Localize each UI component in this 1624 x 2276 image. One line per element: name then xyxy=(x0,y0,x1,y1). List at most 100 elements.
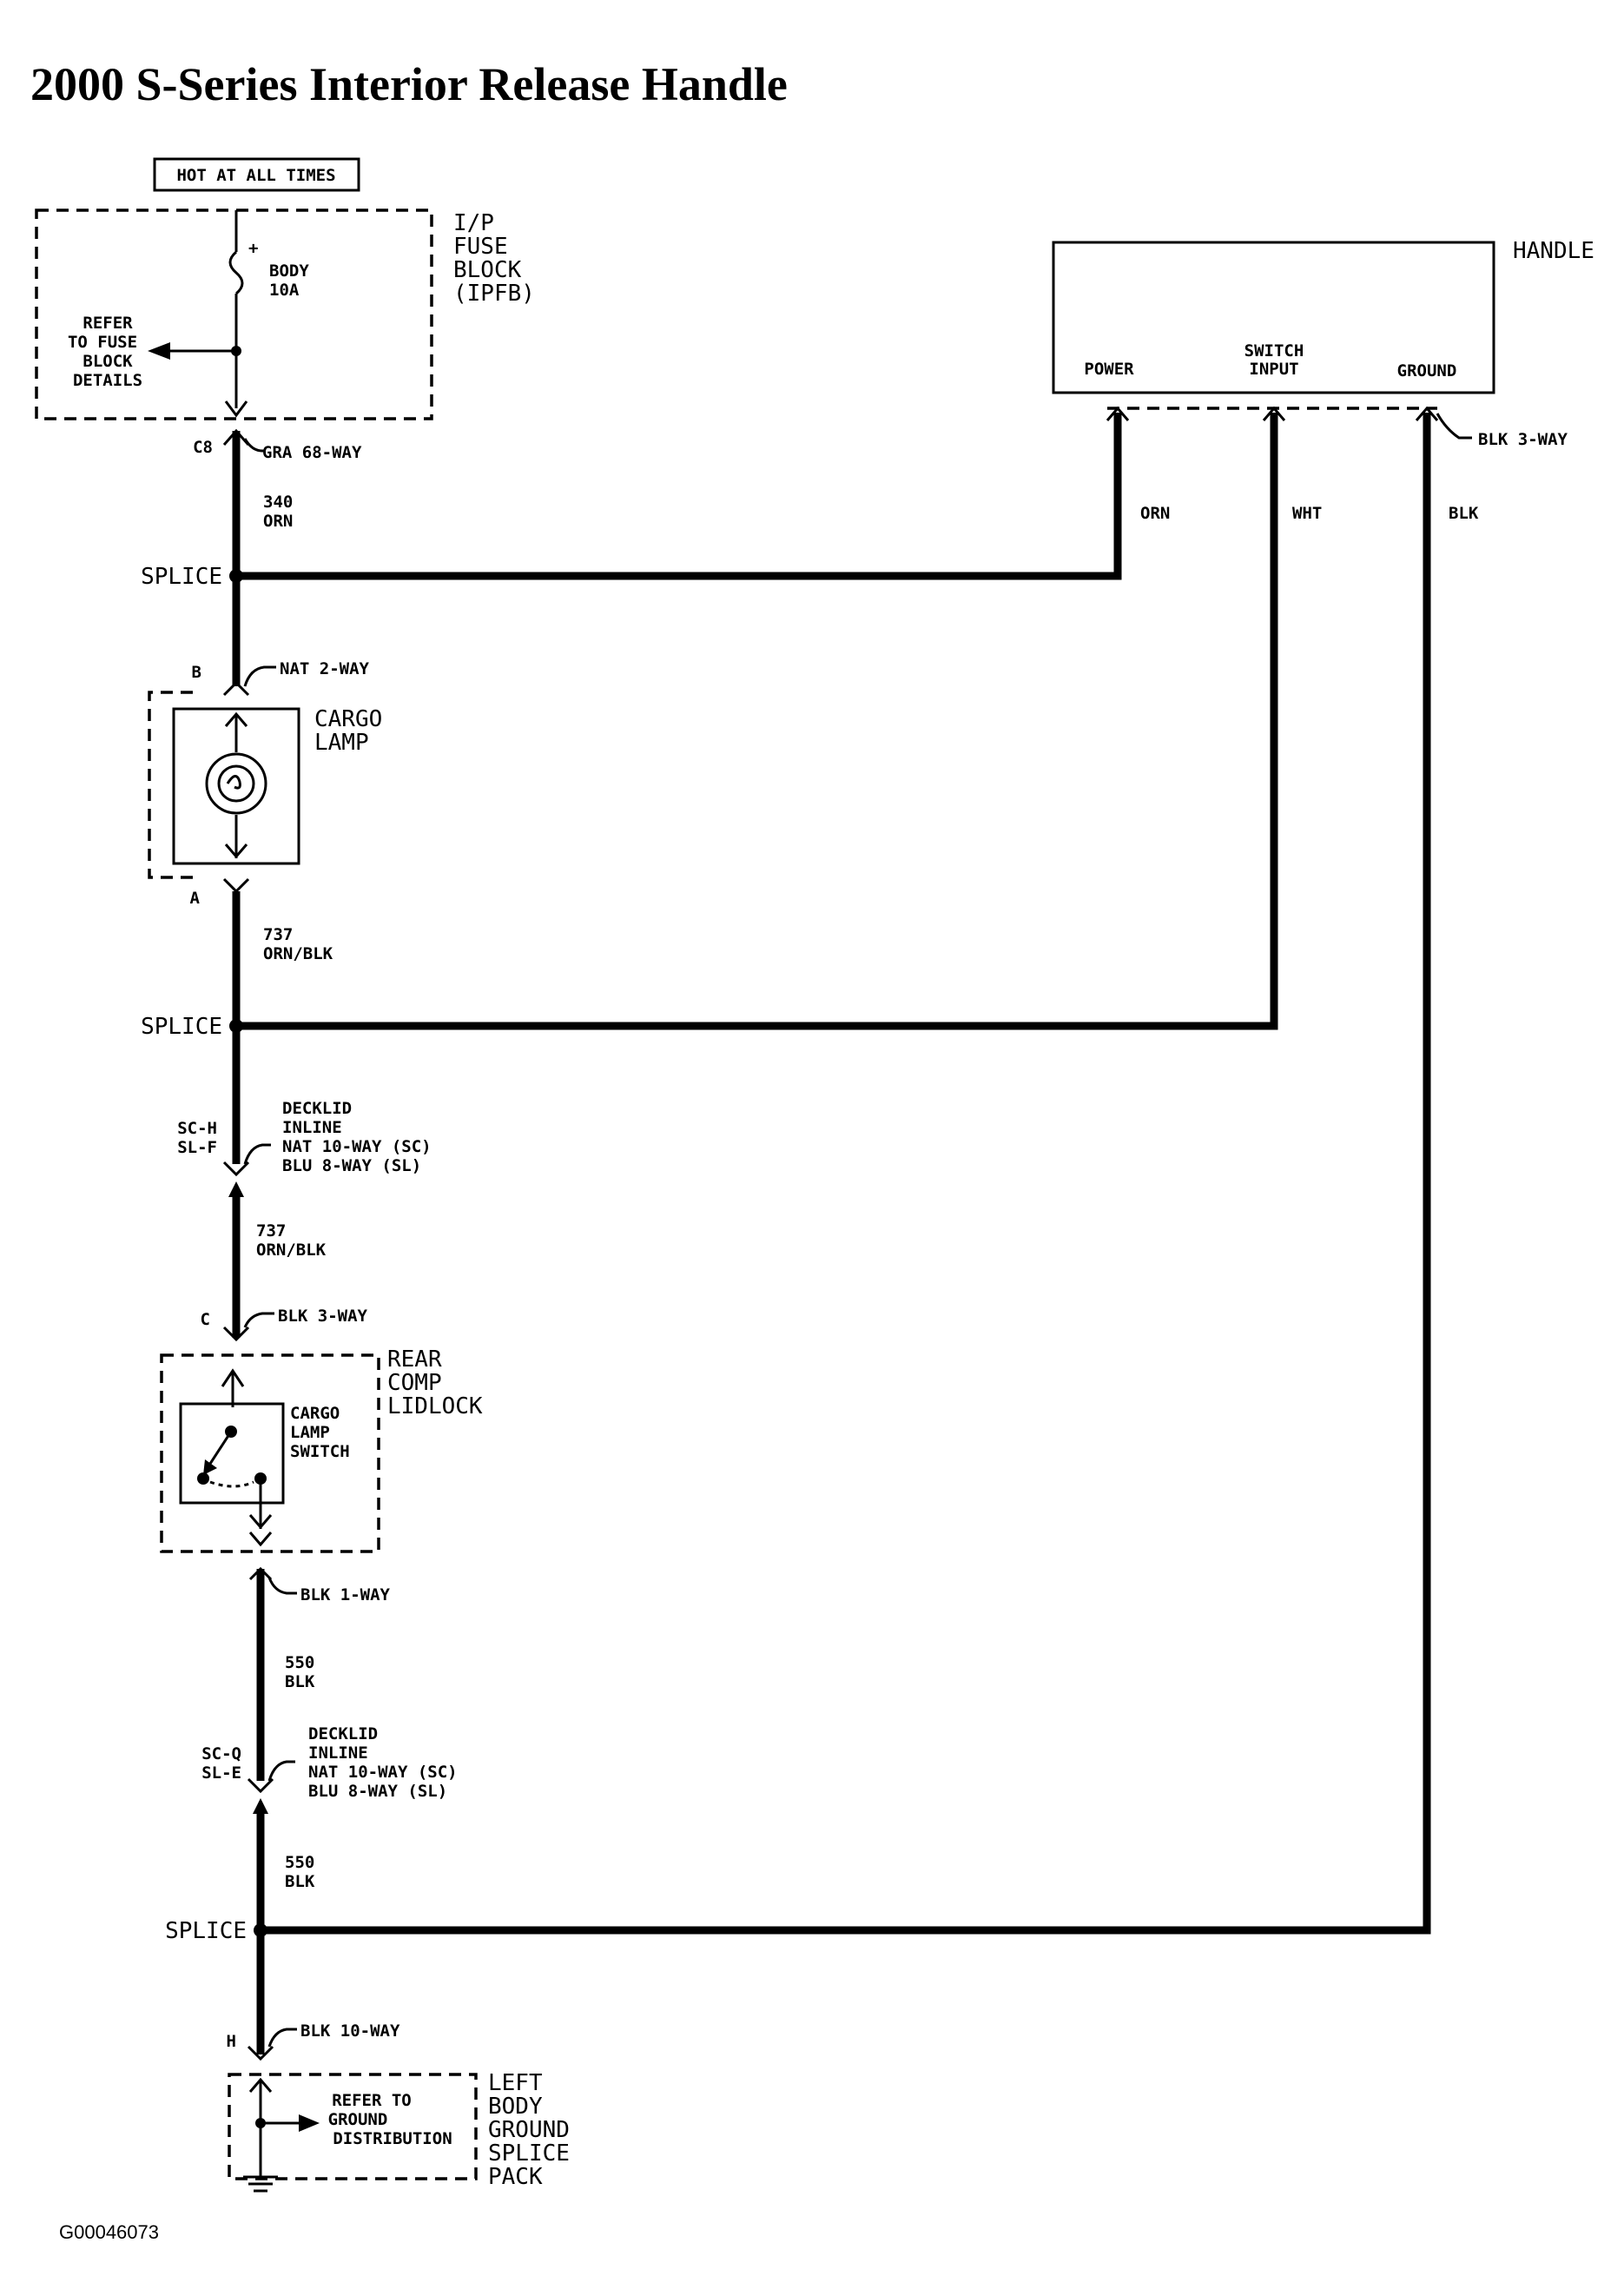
rear-comp-lidlock: C BLK 3-WAY CARGO LAMP SWITCH REAR COMP … xyxy=(160,1307,483,1553)
svg-text:INLINE: INLINE xyxy=(308,1743,368,1763)
ground-symbol xyxy=(243,2163,278,2193)
wire-550b-number: 550 xyxy=(285,1853,314,1872)
svg-text:BODY: BODY xyxy=(488,2094,543,2120)
fuse-block-outline xyxy=(35,208,433,420)
decklid-inline-1: SC-H SL-F DECKLID INLINE NAT 10-WAY (SC)… xyxy=(177,1099,432,1197)
svg-text:BLOCK: BLOCK xyxy=(83,352,133,371)
fuse-block: HOT AT ALL TIMES + BODY 10A REFER TO FUS… xyxy=(35,157,535,420)
cargo-lamp: B NAT 2-WAY CARGO LAMP A xyxy=(148,659,382,908)
hot-at-all-times-label: HOT AT ALL TIMES xyxy=(176,166,335,185)
figure-id: G00046073 xyxy=(59,2221,159,2243)
ground-pack-connector xyxy=(247,2045,274,2061)
svg-text:GROUND: GROUND xyxy=(328,2110,388,2129)
svg-text:LEFT: LEFT xyxy=(488,2070,543,2096)
svg-text:BLOCK: BLOCK xyxy=(453,257,522,283)
lidlock-outline xyxy=(160,1353,380,1553)
wire-wht-switch-input xyxy=(236,413,1278,1030)
wire-blk-ground xyxy=(261,413,1431,1935)
left-body-ground-splice-pack: H BLK 10-WAY REFER TO GROUND DISTRIBUTIO… xyxy=(227,2021,570,2193)
wire-550a-color: BLK xyxy=(285,1672,315,1691)
decklid-inline-2: SC-Q SL-E DECKLID INLINE NAT 10-WAY (SC)… xyxy=(201,1724,458,1814)
page-title: 2000 S-Series Interior Release Handle xyxy=(30,58,788,110)
svg-text:NAT 10-WAY (SC): NAT 10-WAY (SC) xyxy=(282,1137,432,1156)
svg-text:INLINE: INLINE xyxy=(282,1118,342,1137)
cargo-lamp-connector-bottom xyxy=(222,877,250,894)
lidlock-connector-desc: BLK 3-WAY xyxy=(278,1307,368,1326)
wire-737a-color: ORN/BLK xyxy=(263,944,333,963)
wire-blk-label: BLK xyxy=(1449,504,1479,523)
cargo-lamp-pin-a: A xyxy=(190,889,201,908)
svg-text:TO FUSE: TO FUSE xyxy=(68,333,137,352)
fuse-symbol xyxy=(228,250,244,295)
handle-ground-label: GROUND xyxy=(1397,361,1457,380)
cargo-lamp-switch-name: CARGO LAMP SWITCH xyxy=(290,1404,350,1461)
wire-wht-label: WHT xyxy=(1292,504,1322,523)
svg-text:DECKLID: DECKLID xyxy=(308,1724,378,1743)
splice-2-label: SPLICE xyxy=(141,1014,222,1040)
svg-text:FUSE: FUSE xyxy=(453,234,508,260)
handle: HANDLE POWER SWITCH INPUT GROUND BLK 3-W… xyxy=(1052,238,1594,449)
svg-text:COMP: COMP xyxy=(387,1370,442,1396)
svg-text:CARGO: CARGO xyxy=(314,706,382,732)
handle-power-label: POWER xyxy=(1084,360,1134,379)
ground-pack-outline xyxy=(228,2073,478,2180)
handle-connector-desc: BLK 3-WAY xyxy=(1478,430,1568,449)
cargo-lamp-outline xyxy=(148,691,193,879)
wire-orn-label: ORN xyxy=(1140,504,1170,523)
cargo-lamp-pin-b: B xyxy=(192,663,201,682)
inline-2-desc: DECKLID INLINE NAT 10-WAY (SC) BLU 8-WAY… xyxy=(308,1724,458,1801)
ground-pack-connector-desc: BLK 10-WAY xyxy=(300,2021,400,2041)
cargo-lamp-switch-box xyxy=(179,1402,285,1505)
splice-3-label: SPLICE xyxy=(165,1918,247,1944)
connector-c8-pin: C8 xyxy=(193,438,213,457)
inline-1-pin-sl: SL-F xyxy=(177,1138,217,1157)
refer-arrow xyxy=(148,342,170,360)
ground-refer-arrow xyxy=(299,2114,320,2132)
cargo-lamp-connector-top xyxy=(222,680,250,697)
svg-text:NAT 10-WAY (SC): NAT 10-WAY (SC) xyxy=(308,1763,458,1782)
svg-text:LAMP: LAMP xyxy=(290,1423,330,1442)
fuse-block-name: I/P FUSE BLOCK (IPFB) xyxy=(453,210,535,307)
lidlock-name: REAR COMP LIDLOCK xyxy=(387,1346,483,1419)
inline-2-pin-sc: SC-Q xyxy=(201,1744,241,1763)
blk-1-way-desc: BLK 1-WAY xyxy=(300,1585,391,1604)
wire-737a-number: 737 xyxy=(263,925,293,944)
wire-550b-color: BLK xyxy=(285,1872,315,1891)
connector-c8-desc: GRA 68-WAY xyxy=(262,443,362,462)
lamp-symbol xyxy=(205,752,267,815)
fuse-name: BODY xyxy=(269,261,309,281)
svg-text:PACK: PACK xyxy=(488,2164,543,2190)
svg-text:BLU 8-WAY (SL): BLU 8-WAY (SL) xyxy=(308,1782,447,1801)
splice-1-label: SPLICE xyxy=(141,564,222,590)
svg-text:REFER TO: REFER TO xyxy=(332,2091,412,2110)
svg-text:(IPFB): (IPFB) xyxy=(453,281,535,307)
wire-737b-number: 737 xyxy=(256,1221,286,1241)
splice-3 xyxy=(254,1923,267,1937)
inline-1-pin-sc: SC-H xyxy=(177,1119,217,1138)
hot-at-all-times-box xyxy=(153,157,360,192)
refer-ground-distribution: REFER TO GROUND DISTRIBUTION xyxy=(328,2091,452,2148)
handle-switch-label-1: SWITCH xyxy=(1244,341,1304,361)
lidlock-connector-c xyxy=(222,1326,250,1342)
inline-2-pin-sl: SL-E xyxy=(201,1763,241,1783)
switch-contact-left xyxy=(197,1472,209,1485)
svg-text:DETAILS: DETAILS xyxy=(73,371,142,390)
lidlock-pin-c: C xyxy=(201,1310,210,1329)
svg-text:DECKLID: DECKLID xyxy=(282,1099,352,1118)
svg-text:REAR: REAR xyxy=(387,1346,442,1373)
svg-text:GROUND: GROUND xyxy=(488,2117,570,2143)
svg-text:REFER: REFER xyxy=(83,314,133,333)
fuse-rating: 10A xyxy=(269,281,300,300)
cargo-lamp-name: CARGO LAMP xyxy=(314,706,382,756)
splice-2 xyxy=(229,1019,243,1033)
svg-text:SWITCH: SWITCH xyxy=(290,1442,350,1461)
svg-text:DISTRIBUTION: DISTRIBUTION xyxy=(333,2129,452,2148)
handle-switch-label-2: INPUT xyxy=(1249,360,1298,379)
refer-fuse-details: REFER TO FUSE BLOCK DETAILS xyxy=(68,314,142,390)
svg-text:BLU 8-WAY (SL): BLU 8-WAY (SL) xyxy=(282,1156,421,1175)
svg-text:I/P: I/P xyxy=(453,210,494,236)
wire-340-color: ORN xyxy=(263,512,293,531)
svg-text:LIDLOCK: LIDLOCK xyxy=(387,1393,483,1419)
handle-box xyxy=(1052,241,1495,394)
